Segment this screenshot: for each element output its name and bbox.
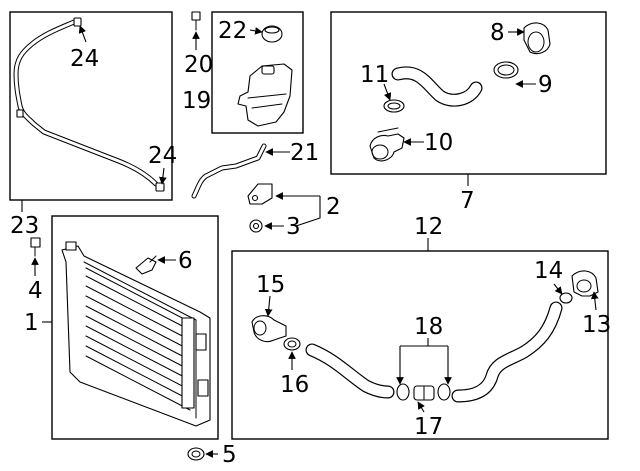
lower-hose-elbow-13 (571, 270, 599, 297)
hose-clip-lower (155, 182, 165, 192)
callout-4: 4 (28, 278, 43, 304)
overflow-hose (13, 19, 159, 187)
overflow-pipe (191, 143, 267, 199)
callout-6: 6 (178, 248, 193, 274)
bolt-4 (30, 237, 41, 257)
callout-15: 15 (256, 272, 285, 298)
upper-radiator-hose (391, 66, 483, 107)
callout-7: 7 (460, 188, 475, 214)
hose-clip-upper (73, 17, 82, 27)
callout-9: 9 (538, 72, 553, 98)
lower-hose-group-box (231, 250, 609, 440)
callout-20: 20 (184, 52, 213, 78)
clamp-18-right (437, 383, 451, 401)
callout-5: 5 (222, 442, 237, 468)
clamp-16 (283, 337, 301, 351)
callout-17: 17 (414, 414, 443, 440)
callout-21: 21 (290, 140, 319, 166)
callout-11: 11 (360, 62, 389, 88)
drain-plug (135, 255, 157, 275)
callout-1: 1 (24, 310, 39, 336)
callout-16: 16 (280, 372, 309, 398)
callout-24-upper: 24 (70, 46, 99, 72)
clamp-18-left (396, 383, 410, 401)
mount-5 (187, 447, 205, 461)
reservoir-group-box (211, 11, 304, 134)
leader-lines (21, 25, 599, 458)
callout-24-lower: 24 (148, 143, 177, 169)
radiator-assembly (61, 241, 211, 427)
callout-13: 13 (582, 312, 611, 338)
callout-23: 23 (10, 213, 39, 239)
nut-3 (249, 219, 263, 233)
reservoir-tank (237, 63, 293, 127)
callout-2: 2 (326, 194, 341, 220)
callout-22: 22 (218, 18, 247, 44)
callout-14: 14 (534, 258, 563, 284)
hose-connector-17 (413, 385, 435, 401)
radiator-group-box (51, 215, 219, 440)
lower-hose-right (451, 301, 563, 403)
callout-10: 10 (424, 130, 453, 156)
callout-12: 12 (414, 214, 443, 240)
overflow-hose-group-box (9, 11, 173, 201)
bolt-20 (191, 11, 201, 31)
lower-hose-left (305, 343, 395, 399)
clamp-9 (493, 61, 519, 79)
callout-3: 3 (286, 214, 301, 240)
water-outlet-fitting (523, 22, 551, 55)
callout-19: 19 (182, 88, 211, 114)
callout-labels: 24 24 23 20 19 22 21 2 3 8 9 11 10 7 12 … (10, 18, 611, 468)
upper-hose-clamp (383, 99, 405, 113)
upper-hose-elbow (369, 127, 405, 162)
mounting-bracket (247, 183, 273, 205)
lower-hose-fitting-15 (251, 315, 287, 343)
clamp-14 (559, 292, 573, 304)
callout-18: 18 (414, 314, 443, 340)
reservoir-cap (261, 25, 283, 43)
callout-8: 8 (490, 20, 505, 46)
